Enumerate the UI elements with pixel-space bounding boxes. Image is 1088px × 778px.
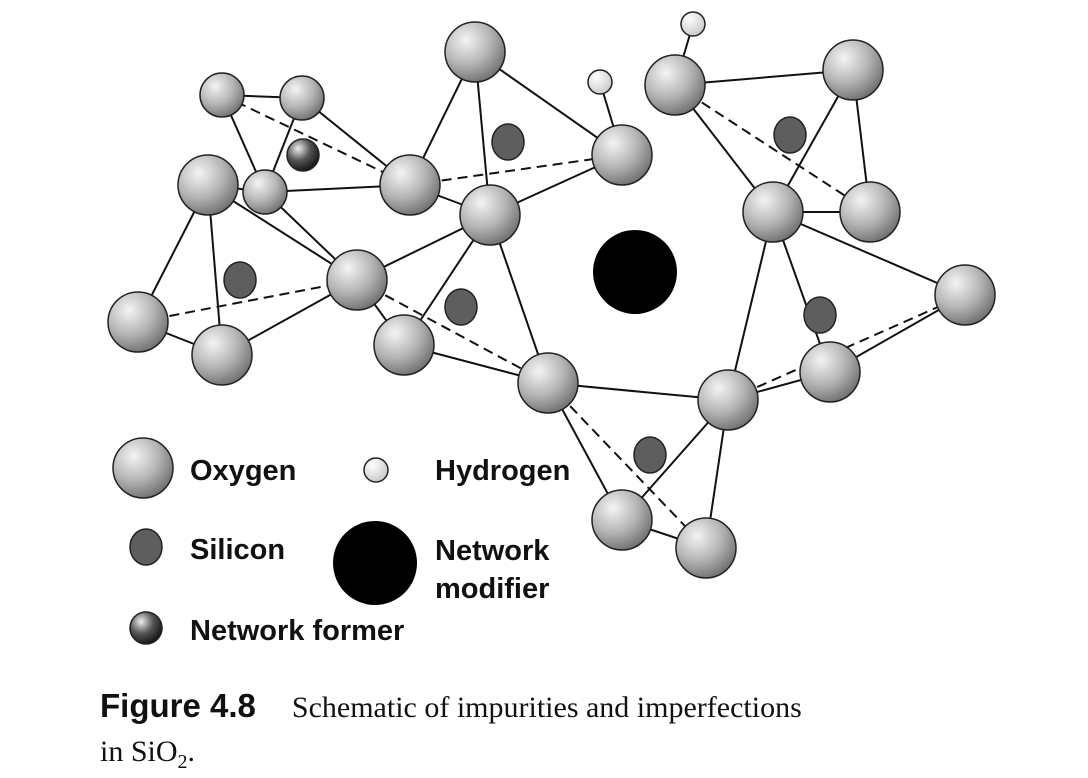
caption-text: Schematic of impurities and imperfection… xyxy=(291,691,802,724)
caption-subscript: 2 xyxy=(177,751,188,773)
hydrogen-atom xyxy=(680,11,706,37)
oxygen-atom xyxy=(242,169,288,215)
silicon-atom xyxy=(491,123,525,161)
bond-line xyxy=(772,211,966,296)
legend-network-modifier-icon xyxy=(333,521,417,605)
legend-silicon-icon xyxy=(129,528,163,566)
oxygen-atom xyxy=(822,39,884,101)
figure-caption: Figure 4.8 Schematic of impurities and im… xyxy=(100,684,1000,778)
oxygen-atom xyxy=(279,75,325,121)
legend-oxygen-icon xyxy=(112,437,174,499)
oxygen-atom xyxy=(591,124,653,186)
legend-network-modifier-label-2: modifier xyxy=(435,573,549,605)
figure-number: Figure 4.8 xyxy=(100,687,256,724)
oxygen-atom xyxy=(644,54,706,116)
oxygen-atom xyxy=(444,21,506,83)
silicon-atom xyxy=(803,296,837,334)
oxygen-atom xyxy=(742,181,804,243)
bond-line xyxy=(727,211,774,401)
network-former-atom xyxy=(286,138,320,172)
silicon-atom xyxy=(444,288,478,326)
oxygen-atom xyxy=(107,291,169,353)
dashed-bond-line xyxy=(409,154,623,186)
oxygen-atom xyxy=(191,324,253,386)
oxygen-atom xyxy=(934,264,996,326)
silicon-atom xyxy=(223,261,257,299)
dashed-bond-line xyxy=(674,84,871,213)
oxygen-atom xyxy=(697,369,759,431)
oxygen-atom xyxy=(379,154,441,216)
legend-hydrogen-label: Hydrogen xyxy=(435,455,570,487)
caption-period: . xyxy=(187,735,196,768)
oxygen-atom xyxy=(839,181,901,243)
sio2-network-diagram: Oxygen Hydrogen Silicon Network modifier… xyxy=(107,11,996,647)
caption-line2: in SiO xyxy=(100,735,178,768)
oxygen-atom xyxy=(177,154,239,216)
oxygen-atom xyxy=(199,72,245,118)
dashed-bond-line xyxy=(547,382,707,549)
silicon-atom xyxy=(633,436,667,474)
oxygen-atom xyxy=(459,184,521,246)
legend-oxygen-label: Oxygen xyxy=(190,455,296,487)
legend-hydrogen-icon xyxy=(363,457,389,483)
legend-network-modifier-label-1: Network xyxy=(435,535,550,567)
oxygen-atom xyxy=(799,341,861,403)
hydrogen-atom xyxy=(587,69,613,95)
oxygen-atom xyxy=(373,314,435,376)
silicon-atom xyxy=(773,116,807,154)
dashed-bond-line xyxy=(137,279,358,323)
dashed-bond-line xyxy=(356,279,549,384)
oxygen-atom xyxy=(326,249,388,311)
legend-silicon-label: Silicon xyxy=(190,534,285,566)
legend-network-former-label: Network former xyxy=(190,615,404,647)
oxygen-atom xyxy=(675,517,737,579)
dashed-bond-line xyxy=(221,94,411,186)
legend: Oxygen Hydrogen Silicon Network modifier… xyxy=(112,437,570,647)
oxygen-atom xyxy=(591,489,653,551)
oxygen-atom xyxy=(517,352,579,414)
legend-network-former-icon xyxy=(129,611,163,645)
network-modifier-atom xyxy=(593,230,677,314)
